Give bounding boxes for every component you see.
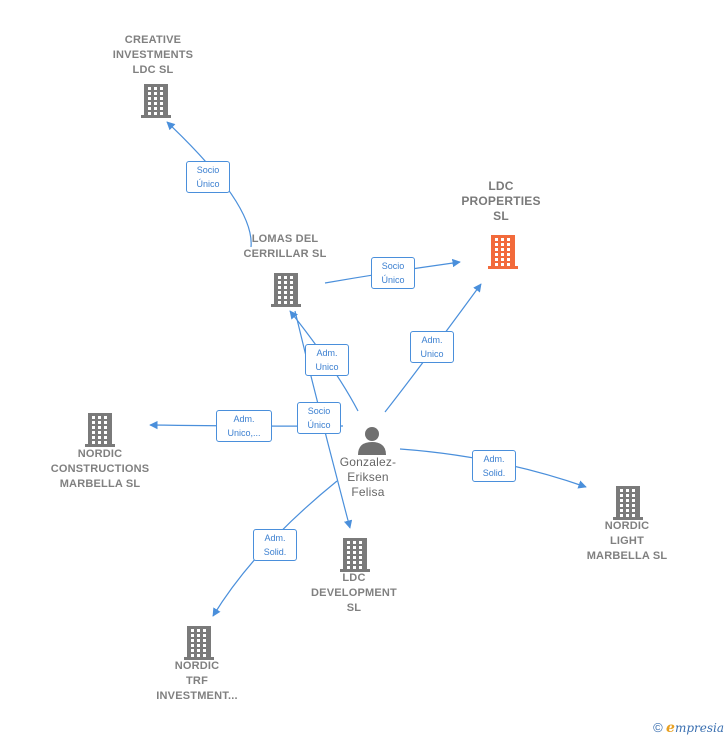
node-label-lomas[interactable]: LOMAS DEL CERRILLAR SL	[243, 233, 327, 260]
edge-label[interactable]: Socio Único	[186, 161, 230, 193]
node-label-nordiclight[interactable]: NORDIC LIGHT MARBELLA SL	[586, 520, 668, 562]
edge-label[interactable]: Adm. Unico	[410, 331, 454, 363]
building-icon	[184, 626, 214, 660]
building-icon	[271, 273, 301, 307]
node-label-gonzalez[interactable]: Gonzalez- Eriksen Felisa	[339, 455, 397, 499]
building-icon	[488, 235, 518, 269]
edge-label[interactable]: Adm. Solid.	[472, 450, 516, 482]
person-icon	[358, 427, 386, 455]
edge-lomas-creative	[166, 121, 252, 248]
building-icon	[141, 84, 171, 118]
building-icon	[613, 486, 643, 520]
footer-brand: © empresia	[653, 720, 724, 736]
node-label-nordiccons[interactable]: NORDIC CONSTRUCTIONS MARBELLA SL	[50, 448, 150, 490]
node-label-creative[interactable]: CREATIVE INVESTMENTS LDC SL	[112, 34, 194, 76]
node-label-ldcprop[interactable]: LDC PROPERTIES SL	[461, 179, 541, 223]
copyright-symbol: ©	[653, 720, 663, 735]
node-label-ldcdev[interactable]: LDC DEVELOPMENT SL	[311, 572, 397, 614]
building-icon	[85, 413, 115, 447]
edge-label[interactable]: Adm. Solid.	[253, 529, 297, 561]
edge-label[interactable]: Socio Único	[297, 402, 341, 434]
building-icon	[340, 538, 370, 572]
empresia-logo: empresia	[666, 720, 724, 736]
node-label-nordictrf[interactable]: NORDIC TRF INVESTMENT...	[156, 660, 238, 702]
edge-label[interactable]: Adm. Unico	[305, 344, 349, 376]
edge-label[interactable]: Adm. Unico,...	[216, 410, 272, 442]
edge-label[interactable]: Socio Único	[371, 257, 415, 289]
